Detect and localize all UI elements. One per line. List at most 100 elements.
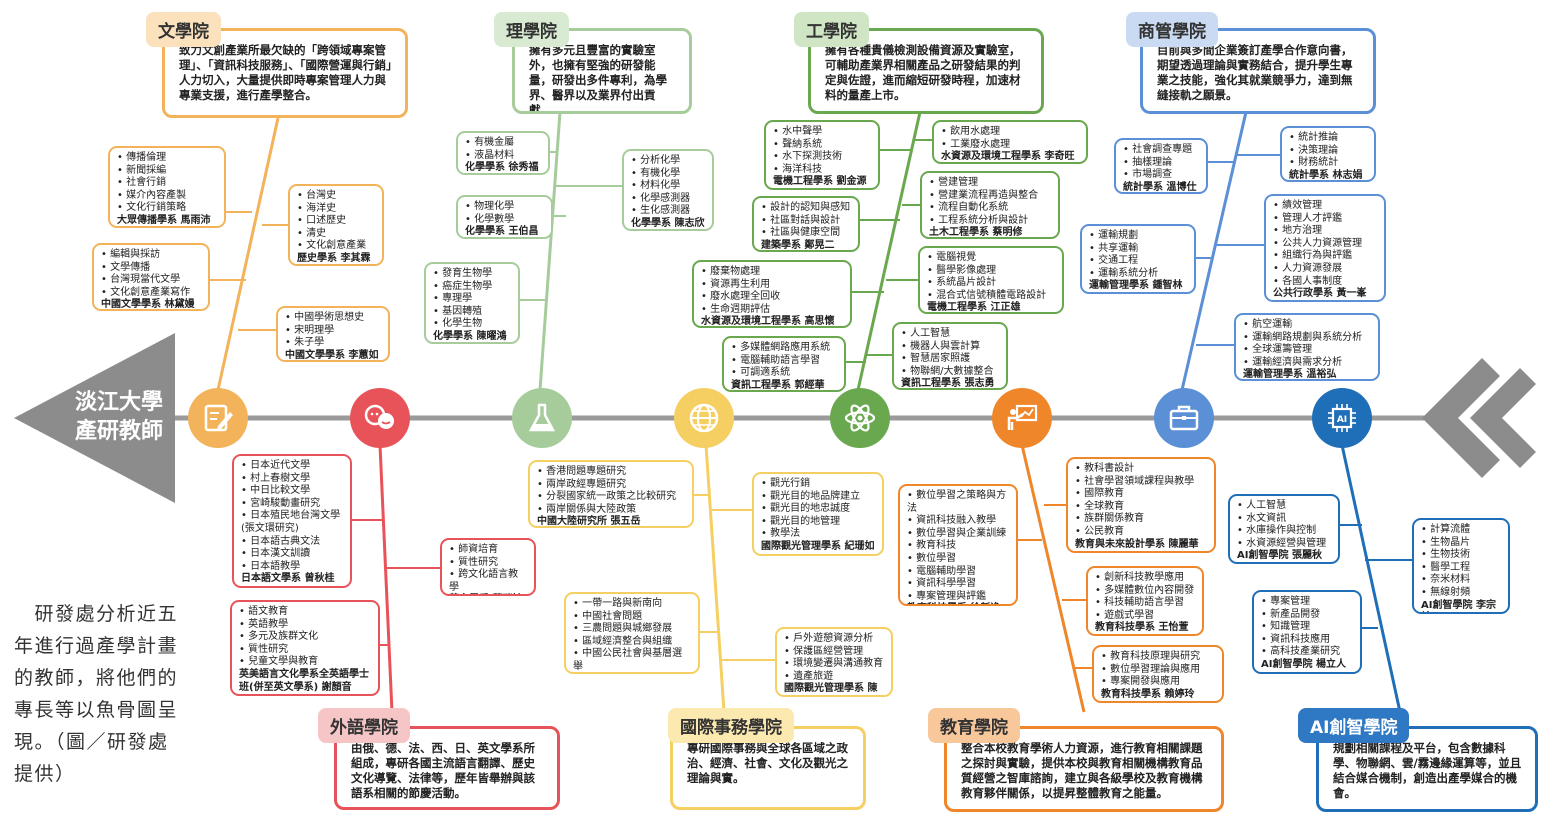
- expertise-item: 社區與健康空間: [761, 227, 851, 240]
- flask-icon: [528, 403, 556, 432]
- expertise-item: 統計推論: [1289, 132, 1367, 145]
- expertise-list: 分析化學有機化學材料化學化學感測器生化感測器: [631, 155, 705, 218]
- ai-desc: 規劃相關課程及平台，包含數據科學、物聯網、雲/霧邊緣運算等，並且結合媒合機制，創…: [1333, 741, 1522, 800]
- teacher-name: 電機工程學系 江正雄: [927, 302, 1021, 314]
- expertise-item: 多媒體數位內容開發: [1095, 585, 1195, 598]
- expert-box: 電腦視覺醫學影像處理系統晶片設計混合式信號積體電路設計電機工程學系 江正雄: [918, 246, 1064, 314]
- expertise-list: 多媒體網路應用系統電腦輔助語言學習可調適系統: [731, 342, 837, 380]
- briefcase-icon: [1169, 405, 1199, 431]
- teacher-name: 資訊工程學系 張志勇: [901, 378, 995, 390]
- expertise-item: 香港問題專題研究: [537, 466, 685, 479]
- expertise-item: 編輯與採訪: [101, 249, 201, 262]
- teacher-name: 建築學系 鄭晃二: [761, 239, 835, 251]
- teacher-name: 公共行政學系 黃一峯: [1273, 288, 1367, 300]
- expertise-list: 發育生物學癌症生物學專理學基因轉殖化學生物: [433, 268, 511, 331]
- expertise-list: 專案管理新產品開發知識管理資訊科技應用高科技產業研究: [1261, 596, 1353, 659]
- expertise-item: 專案管理: [1261, 596, 1353, 609]
- liberal-desc-box: 致力文創產業所最欠缺的「跨領域專案管理」、「資訊科技服務」、「國際營運與行銷」人…: [162, 28, 408, 118]
- expertise-item: 有機化學: [631, 168, 705, 181]
- expertise-item: 環境變遷與溝通教育: [784, 658, 884, 671]
- expert-box: 一帶一路與新南向中國社會問題三農問題與城鄉發展區域經濟整合與組織中國公民社會與基…: [564, 592, 700, 674]
- expertise-item: 流程自動化系統: [929, 202, 1051, 215]
- teacher-name: 教育與未來設計學系 陳麗華: [1075, 538, 1199, 550]
- expertise-item: 師資培育: [449, 544, 527, 557]
- expertise-item: 生物晶片: [1421, 537, 1501, 550]
- expert-box: 編輯與採訪文學傳播台灣現當代文學文化創意產業寫作中國文學學系 林黛嫚: [92, 243, 210, 311]
- expertise-item: 觀光目的地忠誠度: [761, 503, 875, 516]
- expertise-list: 數位學習之策略與方法資訊科技融入教學數位學習與企業訓練教育科技數位學習電腦輔助學…: [907, 490, 1009, 603]
- expertise-item: 資源再生利用: [701, 279, 843, 292]
- expertise-item: 數位學習: [907, 553, 1009, 566]
- expertise-item: 化學感測器: [631, 193, 705, 206]
- expertise-item: 有機金屬: [465, 137, 541, 150]
- expertise-item: 口述歷史: [297, 215, 375, 228]
- expert-box: 創新科技教學應用多媒體數位內容開發科技輔助語言學習遊戲式學習教育科技學系 王怡萱: [1086, 566, 1204, 636]
- expertise-item: 知識管理: [1261, 621, 1353, 634]
- expertise-item: 生物技術: [1421, 549, 1501, 562]
- expertise-item: 市場調查: [1123, 169, 1199, 182]
- expertise-item: 電腦輔助學習: [907, 566, 1009, 579]
- expertise-item: 生化感測器: [631, 205, 705, 218]
- expertise-item: 多媒體網路應用系統: [731, 342, 837, 355]
- expertise-item: 水文資訊: [1237, 513, 1331, 526]
- expertise-item: 聲納系統: [773, 139, 871, 152]
- business-label: 商管學院: [1126, 12, 1218, 47]
- pencil-note-icon: [204, 404, 233, 432]
- teacher-name: 英美語言文化學系全英語學士班(併至英文學系) 謝顏音: [239, 668, 369, 693]
- expert-box: 教科書設計社會學習領域課程與教學國際教育全球教育族群關係教育公民教育教育與未來設…: [1066, 457, 1216, 553]
- expertise-item: 文學傳播: [101, 262, 201, 275]
- business-circle: [1154, 388, 1214, 448]
- expertise-item: 社會行銷: [117, 177, 217, 190]
- tail-chevron-2: [1470, 368, 1536, 468]
- expertise-item: 水庫操作與控制: [1237, 525, 1331, 538]
- expertise-list: 戶外遊憩資源分析保護區經營管理環境變遷與溝通教育遺產旅遊: [784, 633, 884, 683]
- liberal-desc: 致力文創產業所最欠缺的「跨領域專案管理」、「資訊科技服務」、「國際營運與行銷」人…: [179, 43, 392, 102]
- teacher-name: 資訊工程學系 郭經華: [731, 379, 825, 391]
- expertise-item: 社會學習領域課程與教學: [1075, 476, 1207, 489]
- expertise-item: 文化創意產業: [297, 240, 375, 253]
- expertise-item: 區域經濟整合與組織: [573, 636, 691, 649]
- expertise-item: 人力資源發展: [1273, 263, 1377, 276]
- teacher-name: 運輸管理學系 溫裕弘: [1243, 369, 1337, 381]
- expertise-item: 資訊科學學習: [907, 578, 1009, 591]
- expertise-item: 多元及族群文化: [239, 631, 371, 644]
- expertise-item: 語文教育: [239, 606, 371, 619]
- expertise-item: 發育生物學: [433, 268, 511, 281]
- caption-line: 研發處分析近五: [14, 603, 179, 625]
- expertise-item: 社會調查專題: [1123, 144, 1199, 157]
- expertise-list: 觀光行銷觀光目的地品牌建立觀光目的地忠誠度觀光目的地管理教學法: [761, 478, 875, 541]
- expert-box: 台灣史海洋史口述歷史清史文化創意產業歷史學系 李其霖: [288, 184, 384, 266]
- expertise-item: 可調適系統: [731, 367, 837, 380]
- expertise-item: 海洋史: [297, 203, 375, 216]
- expertise-item: 航空運輸: [1243, 319, 1371, 332]
- expertise-item: 共享運輸: [1089, 243, 1187, 256]
- teacher-name: AI創智學院 李宗翰: [1421, 599, 1496, 611]
- caption: 研發處分析近五 年進行過產學計畫 的教師，將他們的 專長等以魚骨圖呈 現。（圖／…: [14, 598, 228, 790]
- teacher-name: 化學學系 陳曜鴻: [433, 330, 507, 342]
- expertise-item: 人工智慧: [1237, 500, 1331, 513]
- teacher-name: 國際觀光管理學系 紀珊如: [761, 540, 875, 552]
- expertise-list: 台灣史海洋史口述歷史清史文化創意產業: [297, 190, 375, 253]
- foreign-circle: [350, 388, 410, 448]
- expertise-item: 中國公民社會與基層選舉: [573, 648, 691, 672]
- engineering-label: 工學院: [794, 12, 869, 47]
- expertise-item: 分析化學: [631, 155, 705, 168]
- expertise-item: 組織行為與評鑑: [1273, 250, 1377, 263]
- ai-label: AI創智學院: [1298, 708, 1410, 743]
- expert-box: 社會調查專題抽樣理論市場調查統計學系 溫博仕: [1114, 138, 1208, 194]
- expertise-item: 智慧居家照護: [901, 353, 999, 366]
- expertise-item: 機器人與雲計算: [901, 341, 999, 354]
- expertise-item: 族群關係教育: [1075, 513, 1207, 526]
- expertise-list: 設計的認知與感知社區對話與設計社區與健康空間: [761, 202, 851, 240]
- head-title-line2: 產研教師: [74, 419, 163, 444]
- teacher-name: 中國文學學系 林黛嫚: [101, 299, 195, 311]
- expertise-list: 營建管理營建業流程再造與整合流程自動化系統工程系統分析與設計: [929, 177, 1051, 227]
- expert-box: 廢棄物處理資源再生利用廢水處理全回收生命週期評估水資源及環境工程學系 高思懷: [692, 260, 852, 328]
- expertise-item: 教科書設計: [1075, 463, 1207, 476]
- expert-box: 戶外遊憩資源分析保護區經營管理環境變遷與溝通教育遺產旅遊國際觀光管理學系 陳維立: [775, 627, 893, 697]
- expertise-list: 語文教育英語教學多元及族群文化質性研究兒童文學與教育: [239, 606, 371, 669]
- expertise-item: 海洋科技: [773, 164, 871, 177]
- expertise-item: 中國社會問題: [573, 611, 691, 624]
- ai-circle: AI: [1312, 388, 1372, 448]
